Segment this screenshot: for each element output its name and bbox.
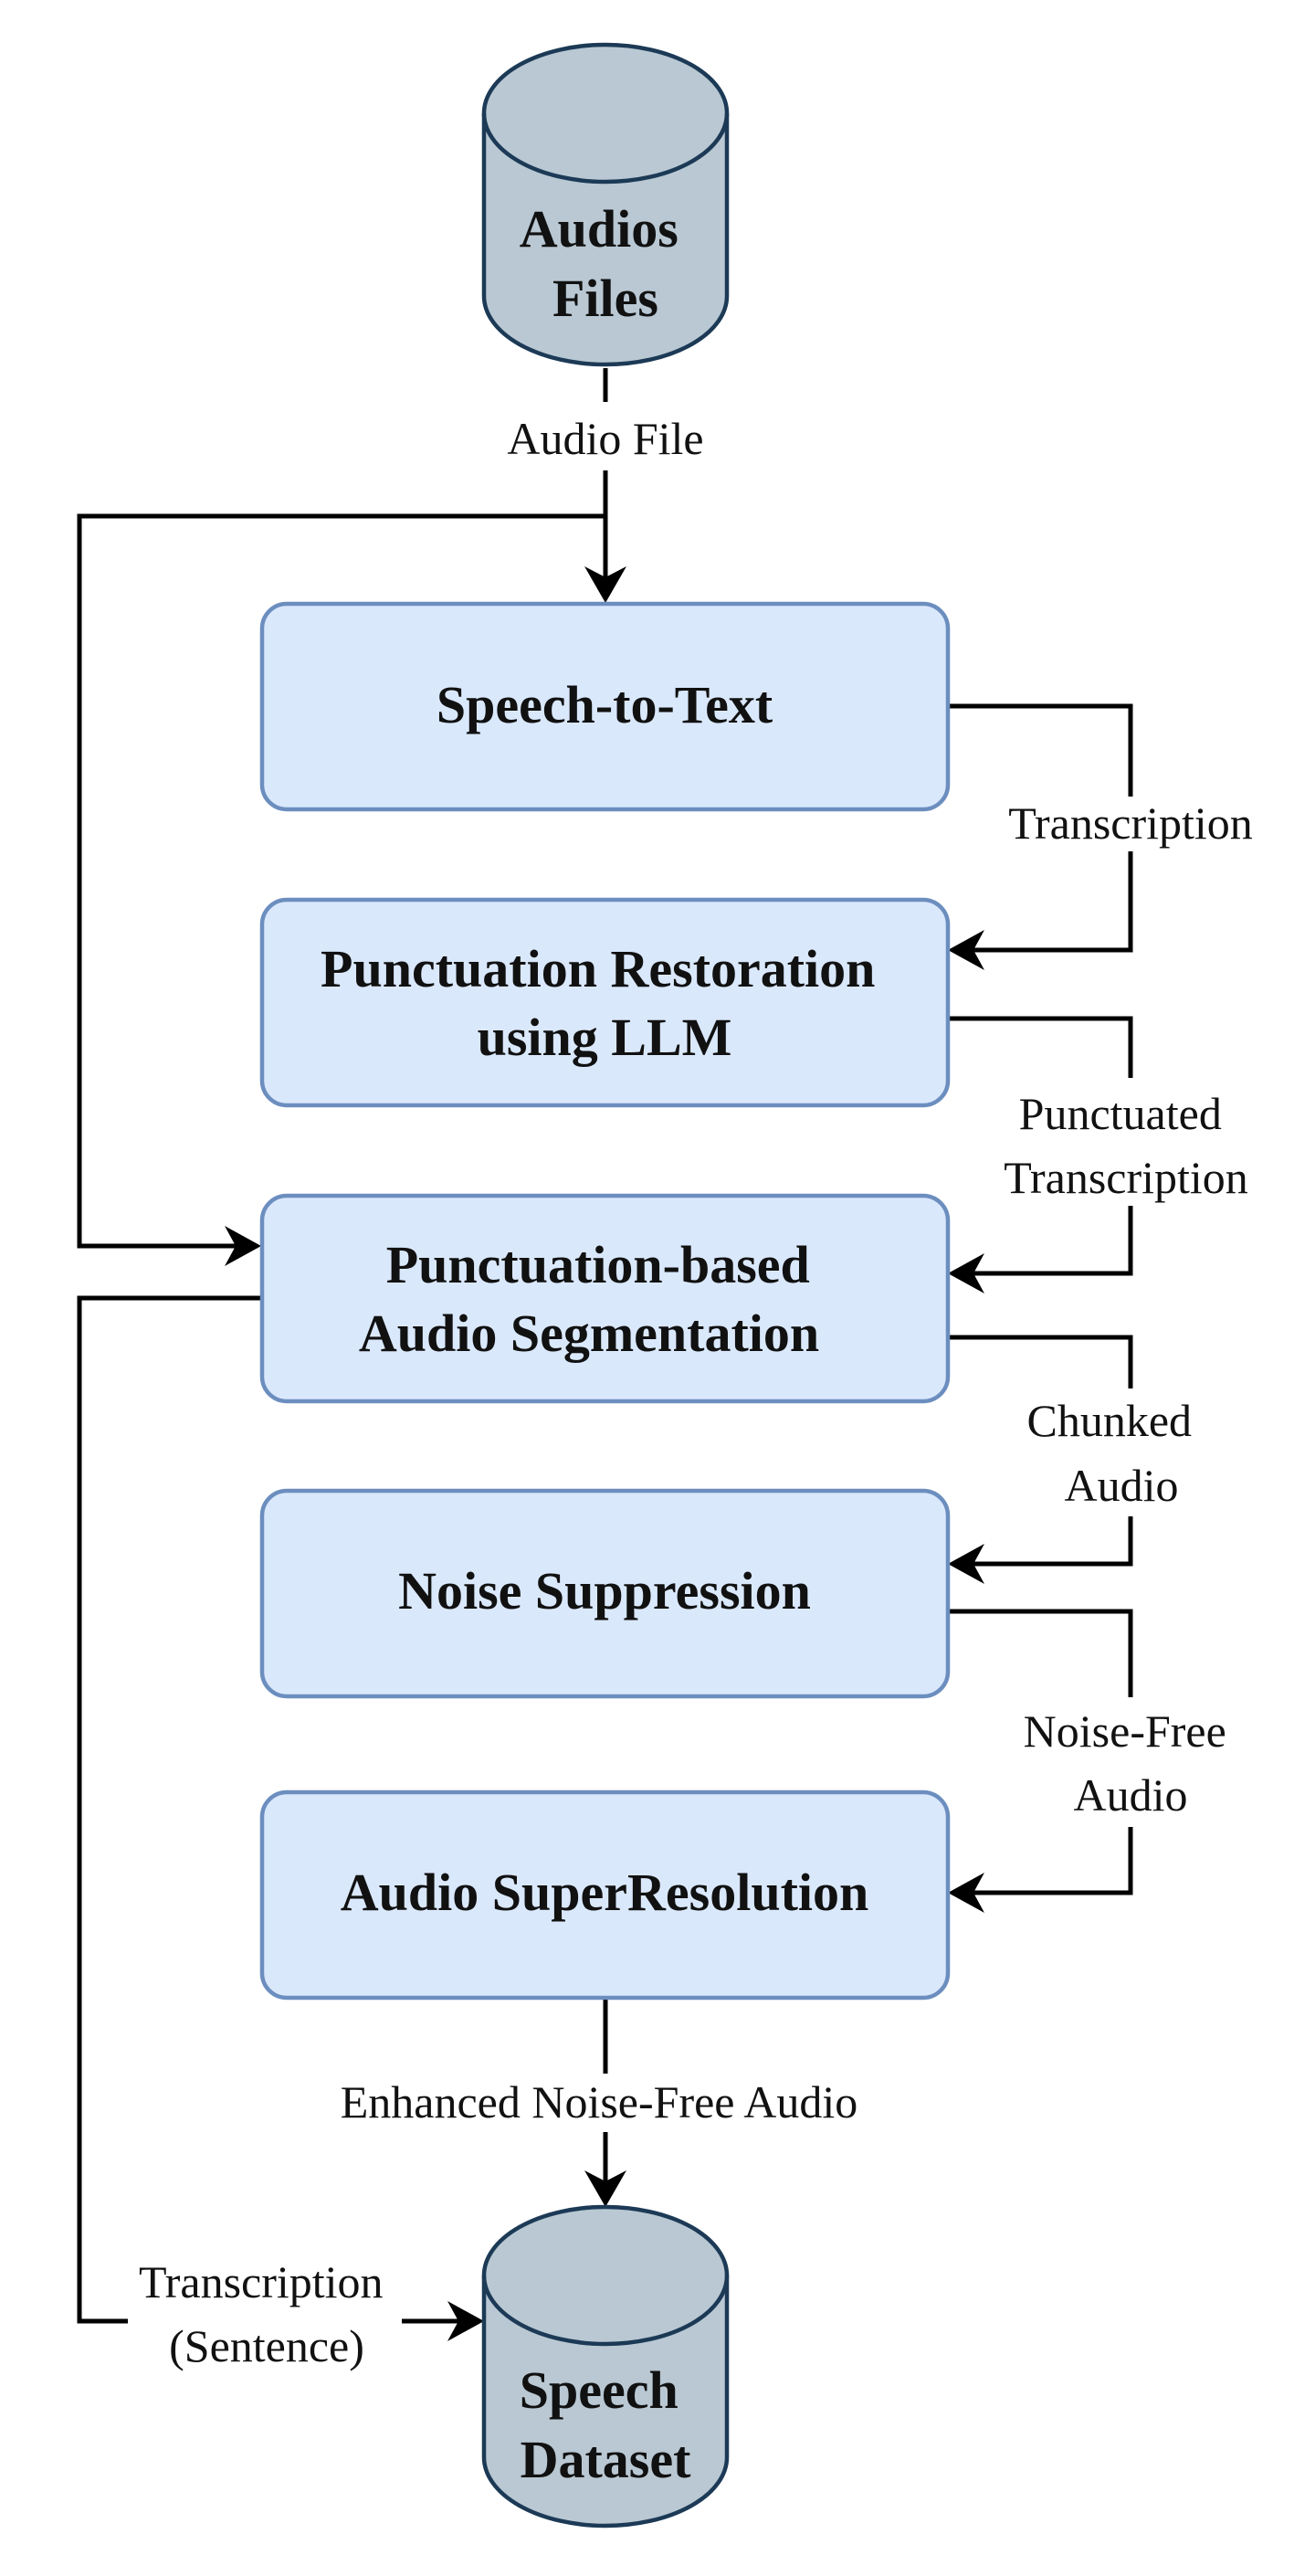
connector-stt-to-restoration [947, 703, 1133, 797]
speech-to-text-label: Speech-to-Text [437, 675, 773, 734]
connector-noise-to-superres [947, 1609, 1133, 1697]
connector-restoration-to-segmentation [947, 1016, 1133, 1078]
speech-dataset-label: Speech Dataset [520, 2360, 692, 2489]
arrowhead-audio-to-stt [584, 566, 626, 603]
audio-superresolution-label: Audio SuperResolution [341, 1863, 869, 1922]
speech-dataset-cylinder [481, 2204, 730, 2528]
punctuation-restoration-label: Punctuation Restoration using LLM [321, 939, 889, 1067]
punctuation-restoration-node: Punctuation Restoration using LLM [259, 897, 951, 1108]
connectors [77, 368, 1133, 2341]
arrowhead-noise-to-superres [948, 1873, 984, 1913]
connector-noise-to-superres-lower [970, 1827, 1133, 1895]
audio-files-cylinder-rim [481, 112, 730, 185]
edge-label-chunked-audio: Chunked Audio [1026, 1395, 1203, 1511]
arrowhead-superres-to-dataset [584, 2170, 626, 2207]
audio-superresolution-node: Audio SuperResolution [259, 1789, 951, 2001]
connector-audio-bypass-to-segmentation [77, 513, 605, 1249]
audio-segmentation-label: Punctuation-based Audio Segmentation [359, 1235, 823, 1363]
connector-restoration-to-segmentation-lower [970, 1206, 1133, 1276]
edge-label-enhanced-audio: Enhanced Noise-Free Audio [341, 2076, 858, 2127]
noise-suppression-label: Noise Suppression [398, 1561, 811, 1621]
audio-files-cylinder [481, 42, 730, 367]
noise-suppression-node: Noise Suppression [259, 1488, 951, 1699]
arrowhead-bypass-to-segmentation [225, 1226, 261, 1266]
arrowhead-stt-to-restoration [948, 930, 984, 970]
connector-segmentation-to-noise [947, 1335, 1133, 1388]
edge-label-transcription-sentence: Transcription (Sentence) [139, 2256, 394, 2371]
speech-to-text-node: Speech-to-Text [259, 601, 951, 812]
audio-segmentation-node: Punctuation-based Audio Segmentation [259, 1193, 951, 1404]
speech-dataset-cylinder-rim [481, 2275, 730, 2347]
edge-labels: Audio File Transcription Punctuated Tran… [139, 413, 1253, 2371]
arrowhead-restoration-to-segmentation [948, 1253, 984, 1293]
audio-files-label: Audios Files [520, 199, 692, 328]
arrowhead-segmentation-to-noise [948, 1544, 984, 1584]
edge-label-audio-file: Audio File [507, 413, 703, 464]
edge-label-punctuated-transcription: Punctuated Transcription [1004, 1088, 1248, 1203]
audio-files-database: Audios Files [481, 42, 730, 367]
connector-stt-to-restoration-lower [970, 851, 1133, 953]
speech-dataset-database: Speech Dataset [481, 2204, 730, 2528]
connector-segmentation-to-noise-lower [970, 1516, 1133, 1567]
edge-label-transcription: Transcription [1008, 797, 1253, 849]
edge-label-noise-free-audio: Noise-Free Audio [1024, 1705, 1238, 1821]
connector-segmentation-to-dataset [77, 1295, 262, 2324]
arrowhead-segmentation-to-dataset [447, 2301, 484, 2341]
